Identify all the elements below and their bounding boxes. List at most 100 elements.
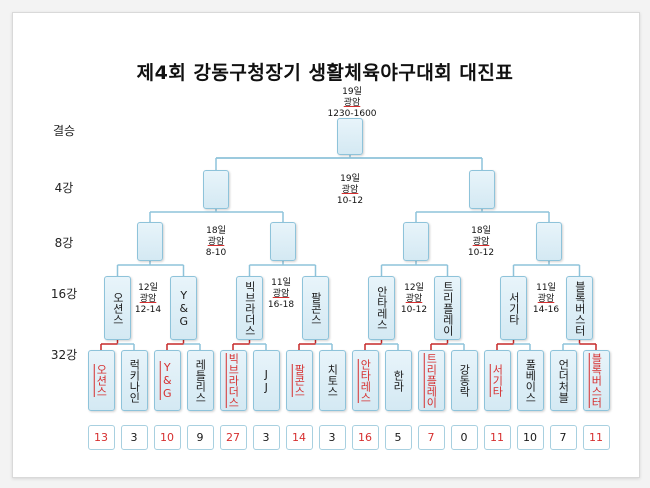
round16-team-name: 오션스 <box>111 291 125 325</box>
game-date: 12일 <box>404 283 424 293</box>
round32-team-name: 한라 <box>391 369 405 392</box>
round32-team-box: 레틀리스 <box>186 350 214 411</box>
round32-score: 16 <box>351 425 379 450</box>
game-time: 8-10 <box>205 248 227 258</box>
round32-score: 3 <box>318 425 346 450</box>
round32-team-box: 팔콘스 <box>285 350 313 411</box>
game-venue: 광암 <box>537 294 555 304</box>
round32-score: 3 <box>120 425 148 450</box>
round32-team-name: 치토스 <box>325 364 339 397</box>
round32-team-box: 안타레스 <box>351 350 379 411</box>
round16-team-box: 블록버스터 <box>566 276 593 340</box>
round16-team-name: 빅브라더스 <box>243 280 257 336</box>
round32-team-name: 안타레스 <box>358 358 372 403</box>
quarterfinal-box <box>536 222 562 261</box>
round32-score: 11 <box>582 425 610 450</box>
quarterfinal-box <box>137 222 163 261</box>
game-date: 18일 <box>206 226 226 236</box>
round32-score: 3 <box>252 425 280 450</box>
game-date: 18일 <box>471 226 491 236</box>
round32-team-name: 레틀리스 <box>193 358 207 403</box>
round32-score: 10 <box>153 425 181 450</box>
game-time: 10-12 <box>467 248 495 258</box>
round32-score: 11 <box>483 425 511 450</box>
round32-team-box: 풀베이스 <box>516 350 544 411</box>
round32-score: 5 <box>384 425 412 450</box>
game-venue: 광암 <box>207 237 225 247</box>
round16-team-box: 안타레스 <box>368 276 395 340</box>
round32-score: 14 <box>285 425 313 450</box>
round-label-quarterfinal: 8강 <box>54 236 74 250</box>
quarterfinal-box <box>403 222 429 261</box>
round32-score: 0 <box>450 425 478 450</box>
round-label-semifinal: 4강 <box>54 181 74 195</box>
round16-team-name: 서기타 <box>507 291 521 325</box>
game-venue: 광암 <box>139 294 157 304</box>
round16-team-name: 트리플레이 <box>441 280 455 336</box>
round32-team-name: 언더처블 <box>556 358 570 403</box>
game-date: 11일 <box>271 278 291 288</box>
round32-team-name: 블록버스터 <box>589 353 603 408</box>
round32-team-name: 오션스 <box>94 364 108 397</box>
round-label-round16: 16강 <box>50 287 78 301</box>
round-label-round32: 32강 <box>50 348 78 362</box>
round16-team-box: 팔콘스 <box>302 276 329 340</box>
round16-team-box: 빅브라더스 <box>236 276 263 340</box>
quarterfinal-box <box>270 222 296 261</box>
round32-team-box: 강동락 <box>450 350 478 411</box>
round16-team-box: 서기타 <box>500 276 527 340</box>
game-venue: 광암 <box>472 237 490 247</box>
final-box <box>337 118 363 155</box>
round32-team-box: 서기타 <box>483 350 511 411</box>
round16-team-name: 블록버스터 <box>573 280 587 336</box>
game-venue: 광암 <box>341 185 359 195</box>
semifinal-box <box>469 170 495 209</box>
round32-team-name: 럭키나인 <box>127 358 141 403</box>
round32-team-name: 풀베이스 <box>523 358 537 403</box>
round32-score: 7 <box>549 425 577 450</box>
round32-team-box: 트리플레이 <box>417 350 445 411</box>
round16-team-box: 트리플레이 <box>434 276 461 340</box>
round32-score: 13 <box>87 425 115 450</box>
game-date: 12일 <box>138 283 158 293</box>
round32-team-box: Y&G <box>153 350 181 411</box>
round16-team-name: 팔콘스 <box>309 291 323 325</box>
round32-team-box: 한라 <box>384 350 412 411</box>
semifinal-box <box>203 170 229 209</box>
round32-team-name: 서기타 <box>490 364 504 397</box>
round32-score: 7 <box>417 425 445 450</box>
round32-team-box: 럭키나인 <box>120 350 148 411</box>
game-venue: 광암 <box>405 294 423 304</box>
round32-score: 9 <box>186 425 214 450</box>
round32-team-name: 트리플레이 <box>424 353 438 408</box>
round32-score: 10 <box>516 425 544 450</box>
round16-team-box: Y&G <box>170 276 197 340</box>
round32-team-box: 언더처블 <box>549 350 577 411</box>
round32-score: 27 <box>219 425 247 450</box>
game-date: 19일 <box>342 87 362 97</box>
round-label-final: 결승 <box>52 124 76 138</box>
game-date: 11일 <box>536 283 556 293</box>
round32-team-name: 강동락 <box>457 364 471 397</box>
game-venue: 광암 <box>272 289 290 299</box>
game-date: 19일 <box>340 174 360 184</box>
game-time: 10-12 <box>400 305 428 315</box>
round32-team-name: 팔콘스 <box>292 364 306 397</box>
round32-team-name: JJ <box>259 367 273 394</box>
round16-team-name: 안타레스 <box>375 286 389 330</box>
round32-team-name: Y&G <box>160 361 174 400</box>
round32-team-box: 빅브라더스 <box>219 350 247 411</box>
game-venue: 광암 <box>343 98 361 108</box>
round32-team-box: JJ <box>252 350 280 411</box>
round32-team-box: 블록버스터 <box>582 350 610 411</box>
round16-team-box: 오션스 <box>104 276 131 340</box>
round32-team-box: 치토스 <box>318 350 346 411</box>
